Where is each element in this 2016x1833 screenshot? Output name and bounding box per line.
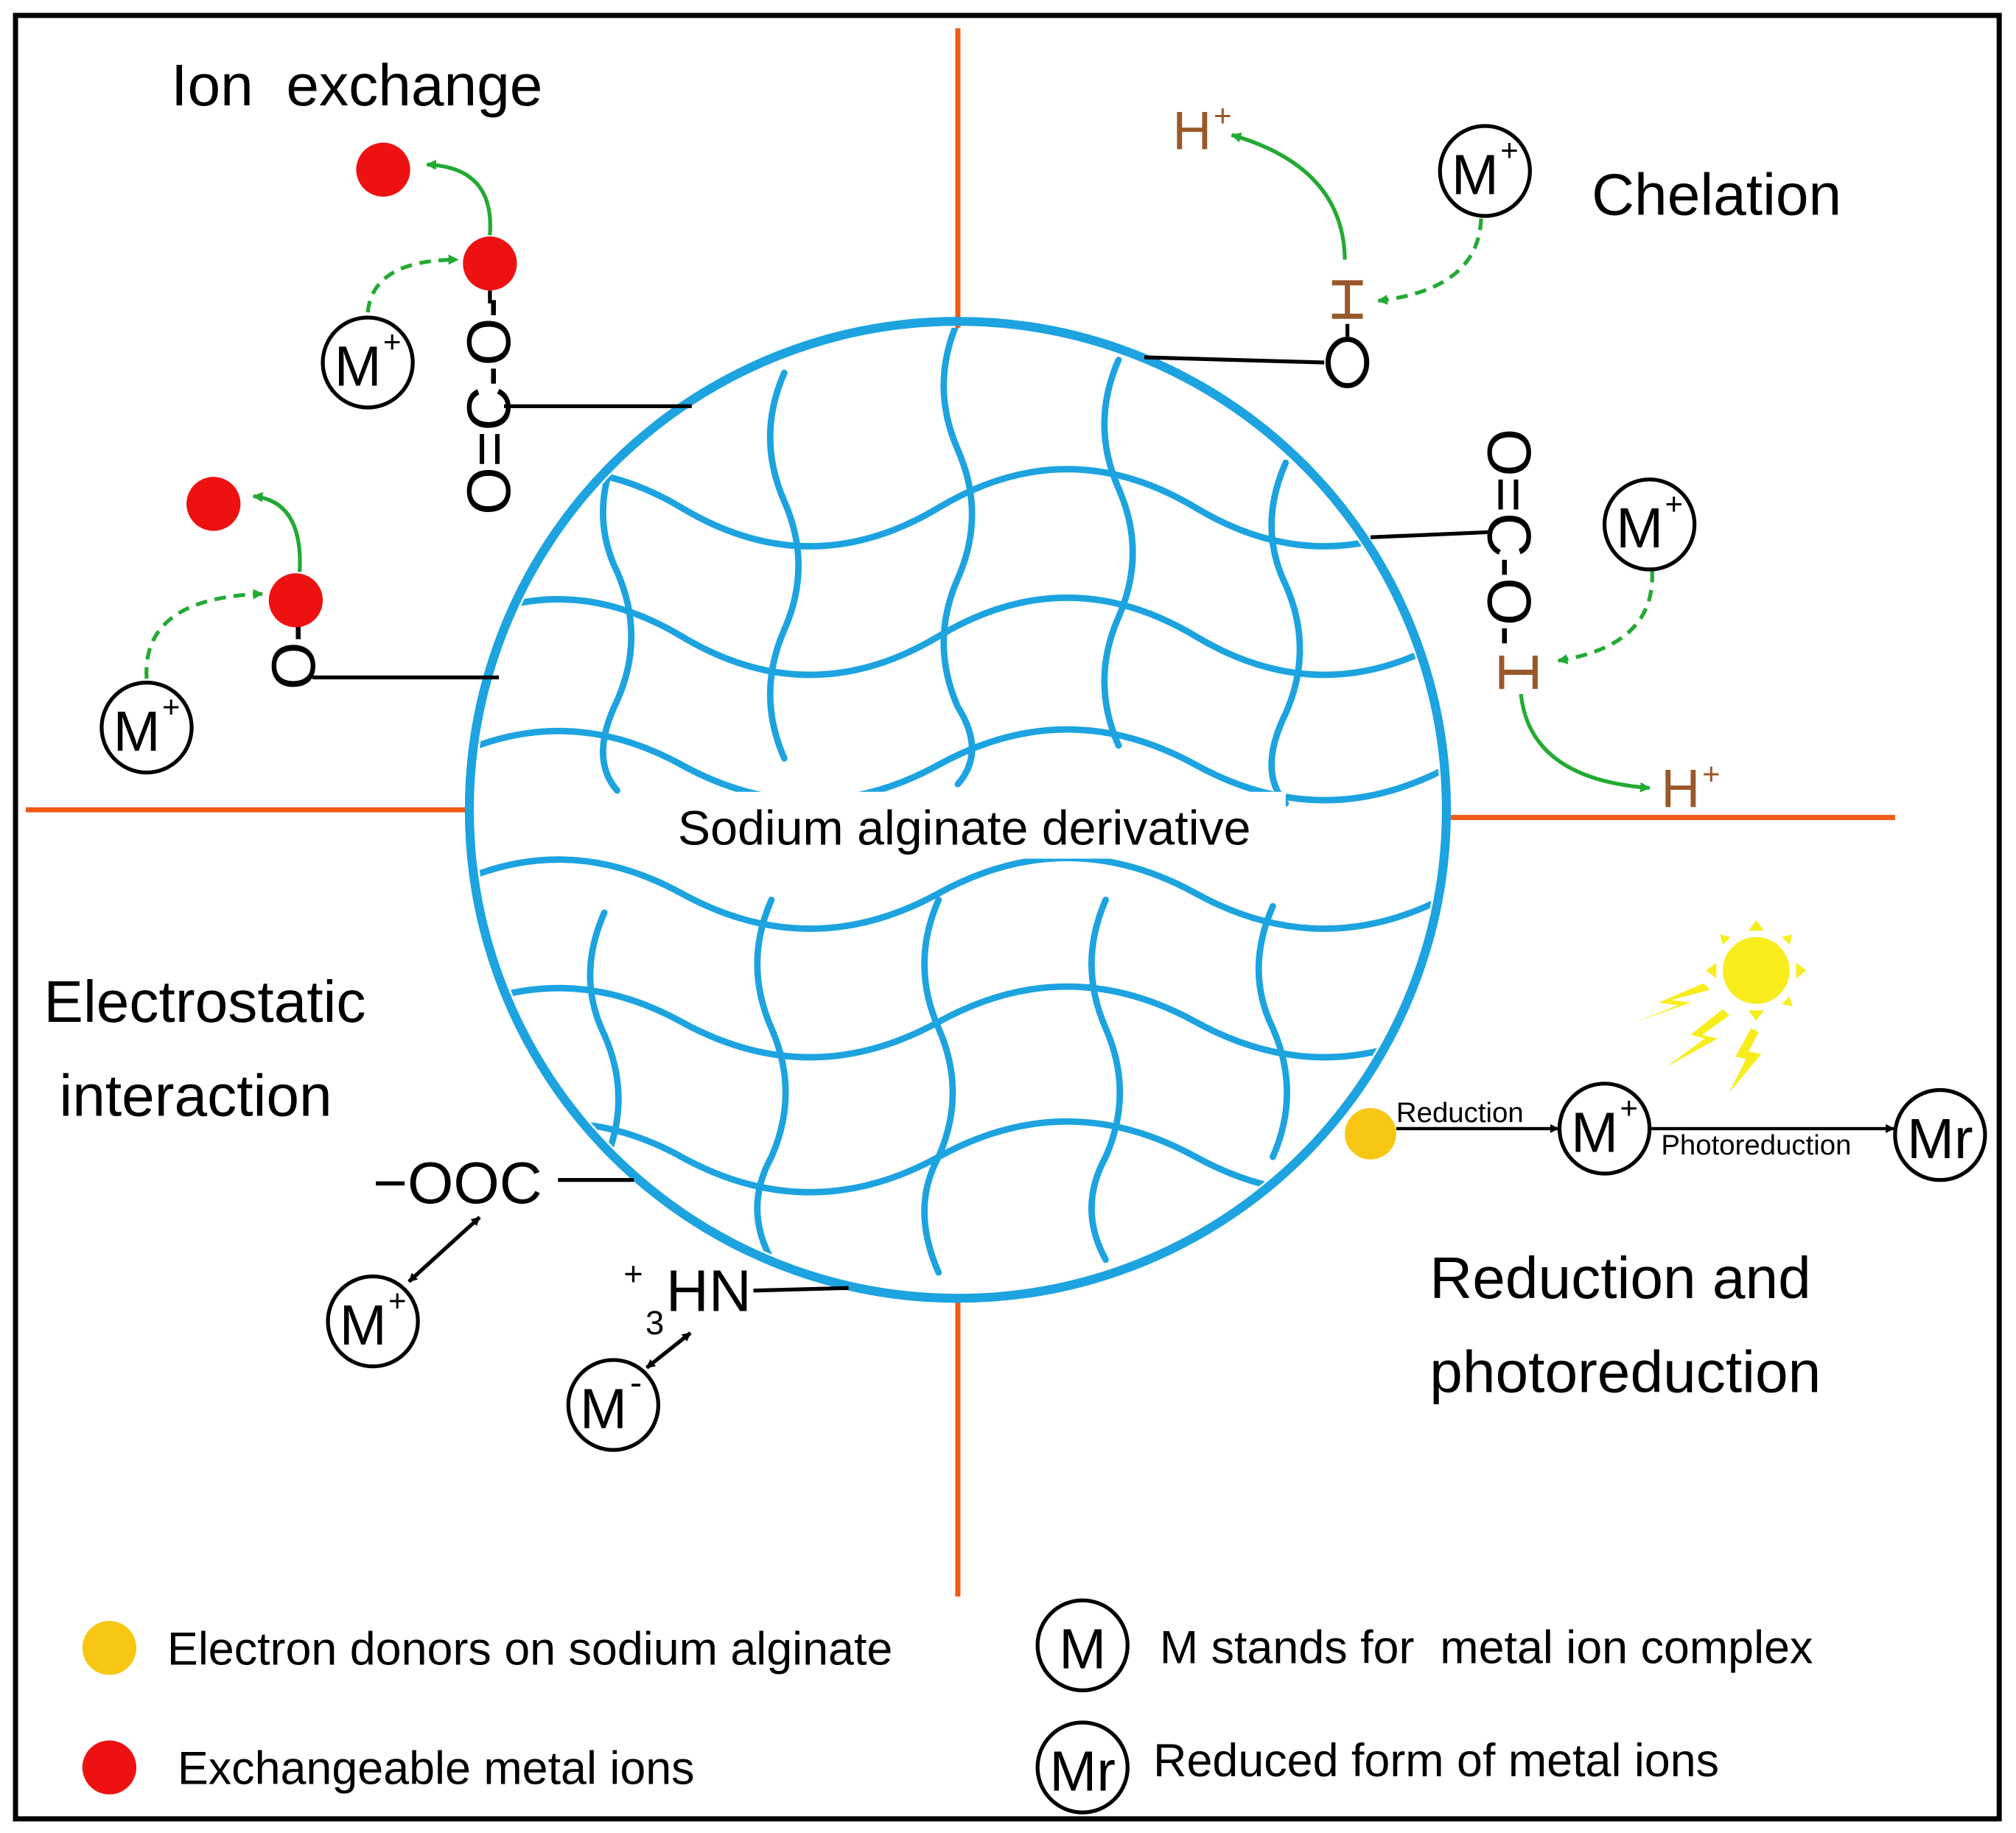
legend-metal-badge: M <box>1035 1598 1130 1692</box>
sun-ray-bolt <box>1635 983 1710 1023</box>
legend: Electron donors on sodium alginate Excha… <box>82 1598 1813 1815</box>
svg-text:H: H <box>1172 100 1211 161</box>
electron-donor <box>1345 1107 1396 1160</box>
svg-text:H: H <box>1661 759 1700 819</box>
attraction-arrow <box>407 1216 481 1283</box>
svg-text:M: M <box>1059 1619 1106 1681</box>
group-cooh: O=C-O- <box>1474 429 1544 646</box>
quadrant-dividers <box>26 28 1895 1597</box>
legend-exchangeable-swatch <box>82 1740 137 1795</box>
svg-text:M: M <box>113 701 161 763</box>
alginate-sphere <box>464 317 1452 1303</box>
metal-ion-badge: M + <box>1557 1082 1652 1176</box>
proton-symbol <box>1499 655 1538 690</box>
reduction-label: Reduction <box>1396 1097 1524 1129</box>
electrostatic-carboxylate: −OOC M + <box>326 1150 634 1369</box>
electrostatic-amine: + 3 HN M - <box>566 1255 849 1452</box>
chelation-arrow <box>1557 570 1654 665</box>
exchangeable-ion <box>463 236 517 291</box>
group-o-lower: O- <box>259 621 328 690</box>
released-proton: H + <box>1661 756 1720 819</box>
ion-exchange-lower: O- M + <box>99 477 500 775</box>
released-ion <box>186 477 241 531</box>
svg-text:+: + <box>383 324 401 359</box>
metal-ion-badge: M + <box>321 315 415 410</box>
svg-text:M: M <box>340 1294 387 1357</box>
sun-ray-bolt <box>1666 1009 1729 1068</box>
exchange-arrow <box>365 254 459 313</box>
photoreduction-label: Photoreduction <box>1661 1129 1851 1161</box>
title-reduction-1: Reduction and <box>1429 1245 1811 1311</box>
svg-text:M: M <box>335 335 382 398</box>
svg-text:M: M <box>1616 497 1663 560</box>
chelation-lower: O=C-O- H + M + <box>1370 429 1721 819</box>
group-amine: HN <box>666 1258 752 1325</box>
svg-text:+: + <box>1214 98 1231 133</box>
svg-text:M: M <box>1452 144 1499 206</box>
ion-exchange-upper: O=C-O- M + <box>321 142 692 515</box>
released-ion <box>356 142 410 197</box>
svg-text:+: + <box>1620 1090 1637 1125</box>
amine-subscript: 3 <box>645 1304 664 1342</box>
exchange-arrow <box>144 589 264 679</box>
bond-line <box>1144 355 1325 365</box>
svg-text:M: M <box>1571 1101 1618 1164</box>
bond-line <box>1370 530 1489 539</box>
alginate-network <box>475 327 1441 1276</box>
title-electrostatic-1: Electrostatic <box>43 969 365 1035</box>
attraction-arrow <box>645 1331 692 1370</box>
svg-text:+: + <box>388 1283 406 1318</box>
proton-symbol <box>1331 280 1363 319</box>
released-proton: H + <box>1172 98 1231 161</box>
metal-ion-badge: M + <box>1602 477 1697 572</box>
proton-release-arrow <box>1231 132 1347 260</box>
svg-text:Mr: Mr <box>1907 1108 1973 1171</box>
legend-reduced-badge: Mr <box>1035 1720 1130 1815</box>
exchangeable-ion <box>268 573 323 628</box>
title-reduction-2: photoreduction <box>1429 1339 1821 1406</box>
release-arrow <box>252 491 302 572</box>
proton-release-arrow <box>1519 693 1651 793</box>
svg-text:+: + <box>1702 756 1720 791</box>
legend-electron-donors: Electron donors on sodium alginate <box>167 1623 892 1675</box>
svg-text:M: M <box>580 1378 627 1440</box>
title-ion-exchange: Ion exchange <box>171 52 542 119</box>
legend-exchangeable: Exchangeable metal ions <box>178 1743 695 1795</box>
reduction-process: Reduction M + Photoreduction Mr <box>1345 920 1987 1182</box>
oxygen-atom <box>1325 337 1370 388</box>
legend-donor-swatch <box>82 1621 137 1675</box>
metal-ion-badge-negative: M - <box>566 1358 661 1452</box>
metal-ion-badge: M + <box>99 680 194 775</box>
legend-metal-complex: M stands for metal ion complex <box>1160 1622 1813 1674</box>
svg-text:+: + <box>162 690 180 724</box>
metal-ion-badge: M + <box>1438 124 1532 218</box>
group-carboxylate: −OOC <box>373 1150 542 1216</box>
group-coo-upper: O=C-O- <box>454 298 523 515</box>
figure-frame <box>13 13 2002 1822</box>
title-electrostatic-2: interaction <box>59 1062 332 1129</box>
svg-text:+: + <box>1500 133 1518 167</box>
reduced-metal-badge: Mr <box>1893 1087 1987 1182</box>
chelation-upper: H + M + <box>1144 98 1532 388</box>
center-label: Sodium alginate derivative <box>678 801 1251 855</box>
sun-ray-bolt <box>1729 1028 1762 1093</box>
legend-reduced-form: Reduced form of metal ions <box>1153 1735 1719 1787</box>
amine-charge: + <box>623 1255 643 1293</box>
sun-icon <box>1635 920 1807 1093</box>
center-label-bg <box>643 791 1286 859</box>
bond-line <box>753 1286 849 1293</box>
svg-text:Mr: Mr <box>1049 1740 1116 1803</box>
release-arrow <box>425 159 492 236</box>
svg-text:+: + <box>1665 486 1683 521</box>
metal-ion-badge: M + <box>326 1274 420 1369</box>
title-chelation: Chelation <box>1592 161 1841 228</box>
chelation-arrow <box>1377 218 1483 305</box>
svg-text:-: - <box>630 1363 642 1403</box>
